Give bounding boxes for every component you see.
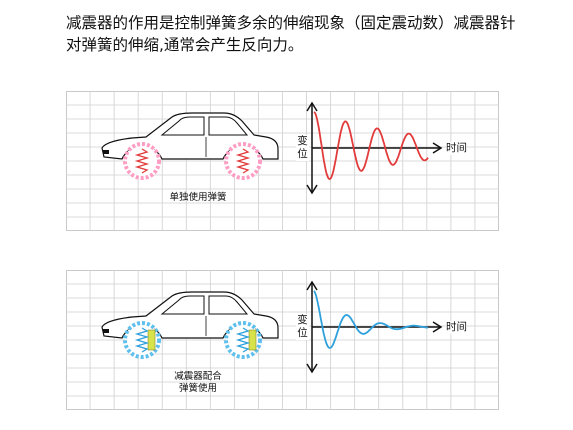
spring-only-panel: 单独使用弹簧 变位 时间 [66,91,499,231]
displacement-axes [306,101,443,195]
spring-with-damper-diagram [66,270,499,410]
panel-caption: 减震器配合 弹簧使用 [174,371,222,394]
panel-caption: 单独使用弹簧 [169,192,227,203]
rear-spring [235,327,251,353]
front-spring [134,327,150,353]
car-illustration [101,291,279,359]
rear-damper [248,329,257,351]
car-illustration [101,112,279,180]
front-spring [134,148,150,174]
y-axis-label: 变位 [296,135,309,161]
rear-spring [235,148,251,174]
y-axis-label: 变位 [296,314,309,340]
spring-only-diagram [66,91,499,231]
oscillation-curve [313,111,429,180]
x-axis-label: 时间 [446,142,467,155]
oscillation-curve [313,290,429,349]
spring-with-damper-panel: 减震器配合 弹簧使用 变位 时间 [66,270,499,410]
intro-text: 减震器的作用是控制弹簧多余的伸缩现象（固定震动数）减震器针对弹簧的伸缩,通常会产… [66,14,516,54]
x-axis-label: 时间 [446,321,467,334]
front-damper [147,329,156,351]
